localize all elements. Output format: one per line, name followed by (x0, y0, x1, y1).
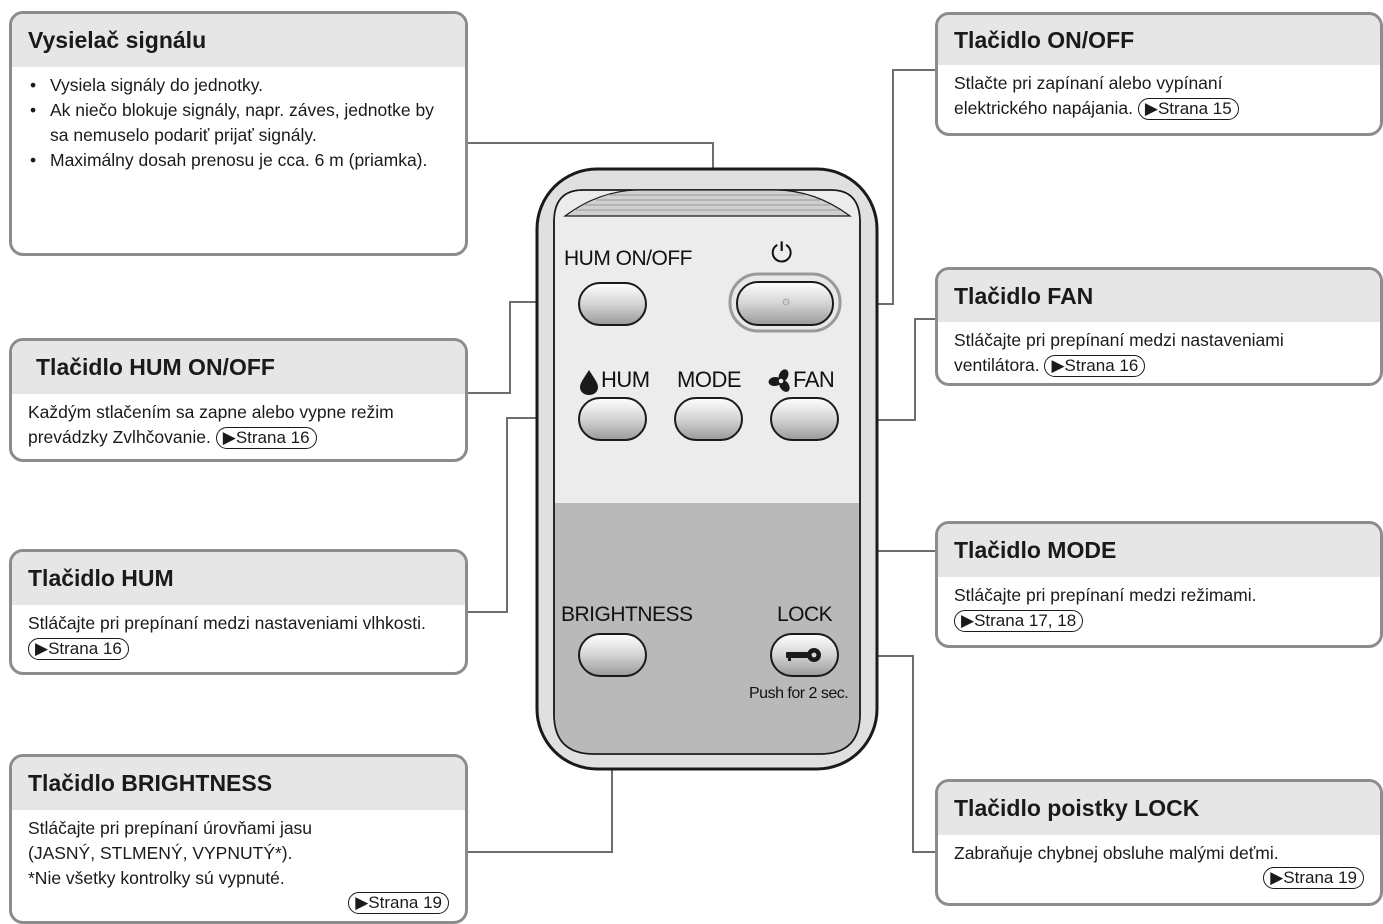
lock-hint: Push for 2 sec. (749, 685, 849, 702)
key-icon (786, 648, 821, 662)
lock-body: Zabraňuje chybnej obsluhe malými deťmi. … (938, 835, 1380, 889)
brightness-page-ref[interactable]: ▶Strana 19 (348, 892, 449, 914)
on-off-text: Stlačte pri zapínaní alebo vypínaní elek… (954, 73, 1223, 118)
mode-page-ref[interactable]: ▶Strana 17, 18 (954, 610, 1084, 632)
hum-title: Tlačidlo HUM (12, 552, 465, 605)
brightness-line: Stláčajte pri prepínaní úrovňami jasu (28, 818, 313, 838)
brightness-line: *Nie všetky kontrolky sú vypnuté. (28, 868, 285, 888)
power-icon: ⏻ (771, 238, 792, 268)
lock-title: Tlačidlo poistky LOCK (938, 782, 1380, 835)
mode-button[interactable] (674, 397, 743, 441)
mode-text: Stláčajte pri prepínaní medzi režimami. (954, 585, 1257, 605)
brightness-body: Stláčajte pri prepínaní úrovňami jasu (J… (12, 810, 465, 914)
fan-button[interactable] (770, 397, 839, 441)
hum-button[interactable] (578, 397, 647, 441)
mode-callout: Tlačidlo MODE Stláčajte pri prepínaní me… (935, 521, 1383, 648)
hum-callout: Tlačidlo HUM Stláčajte pri prepínaní med… (9, 549, 468, 675)
list-item: Vysiela signály do jednotky. (30, 73, 449, 98)
hum-label: HUM (601, 367, 650, 392)
transmitter-title: Vysielač signálu (12, 14, 465, 67)
mode-title: Tlačidlo MODE (938, 524, 1380, 577)
fan-page-ref[interactable]: ▶Strana 16 (1044, 355, 1146, 377)
on-off-body: Stlačte pri zapínaní alebo vypínaní elek… (938, 65, 1380, 121)
on-off-page-ref[interactable]: ▶Strana 15 (1137, 98, 1239, 120)
hum-page-ref[interactable]: ▶Strana 16 (28, 638, 129, 660)
fan-body: Stláčajte pri prepínaní medzi nastavenia… (938, 322, 1380, 378)
list-item: Maximálny dosah prenosu je cca. 6 m (pri… (30, 148, 449, 173)
mode-label: MODE (677, 367, 742, 392)
lock-page-ref[interactable]: ▶Strana 19 (1263, 867, 1364, 889)
remote-face-outline (553, 189, 861, 755)
fan-label: FAN (793, 367, 835, 392)
transmitter-list: Vysiela signály do jednotky. Ak niečo bl… (28, 73, 449, 173)
on-off-callout: Tlačidlo ON/OFF Stlačte pri zapínaní ale… (935, 12, 1383, 136)
lock-label: LOCK (777, 603, 833, 626)
brightness-callout: Tlačidlo BRIGHTNESS Stláčajte pri prepín… (9, 754, 468, 924)
hum-text: Stláčajte pri prepínaní medzi nastavenia… (28, 613, 426, 633)
fan-callout: Tlačidlo FAN Stláčajte pri prepínaní med… (935, 267, 1383, 386)
list-item: Ak niečo blokuje signály, napr. záves, j… (30, 98, 449, 148)
hum-on-off-title: Tlačidlo HUM ON/OFF (12, 341, 465, 394)
drop-icon (580, 370, 598, 395)
lock-callout: Tlačidlo poistky LOCK Zabraňuje chybnej … (935, 779, 1383, 906)
remote-lower-panel (555, 503, 859, 753)
signal-transmitter (563, 189, 852, 217)
hum-on-off-text: Každým stlačením sa zapne alebo vypne re… (28, 402, 394, 447)
hum-body: Stláčajte pri prepínaní medzi nastavenia… (12, 605, 465, 661)
hum-on-off-page-ref[interactable]: ▶Strana 16 (215, 427, 317, 449)
hum-on-off-label: HUM ON/OFF (564, 247, 692, 270)
fan-icon (768, 369, 790, 392)
on-off-title: Tlačidlo ON/OFF (938, 15, 1380, 65)
brightness-line: (JASNÝ, STLMENÝ, VYPNUTÝ*). (28, 843, 293, 863)
transmitter-callout: Vysielač signálu Vysiela signály do jedn… (9, 11, 468, 256)
brightness-button[interactable] (578, 633, 647, 677)
transmitter-body: Vysiela signály do jednotky. Ak niečo bl… (12, 67, 465, 173)
fan-text: Stláčajte pri prepínaní medzi nastavenia… (954, 330, 1284, 375)
power-led (782, 298, 790, 306)
transmitter-stripes (576, 194, 840, 211)
hum-on-off-button[interactable] (578, 282, 647, 326)
fan-title: Tlačidlo FAN (938, 270, 1380, 322)
brightness-label: BRIGHTNESS (561, 603, 693, 626)
hum-on-off-callout: Tlačidlo HUM ON/OFF Každým stlačením sa … (9, 338, 468, 462)
hum-on-off-body: Každým stlačením sa zapne alebo vypne re… (12, 394, 465, 450)
brightness-title: Tlačidlo BRIGHTNESS (12, 757, 465, 810)
lock-text: Zabraňuje chybnej obsluhe malými deťmi. (954, 843, 1279, 863)
mode-body: Stláčajte pri prepínaní medzi režimami. … (938, 577, 1380, 633)
